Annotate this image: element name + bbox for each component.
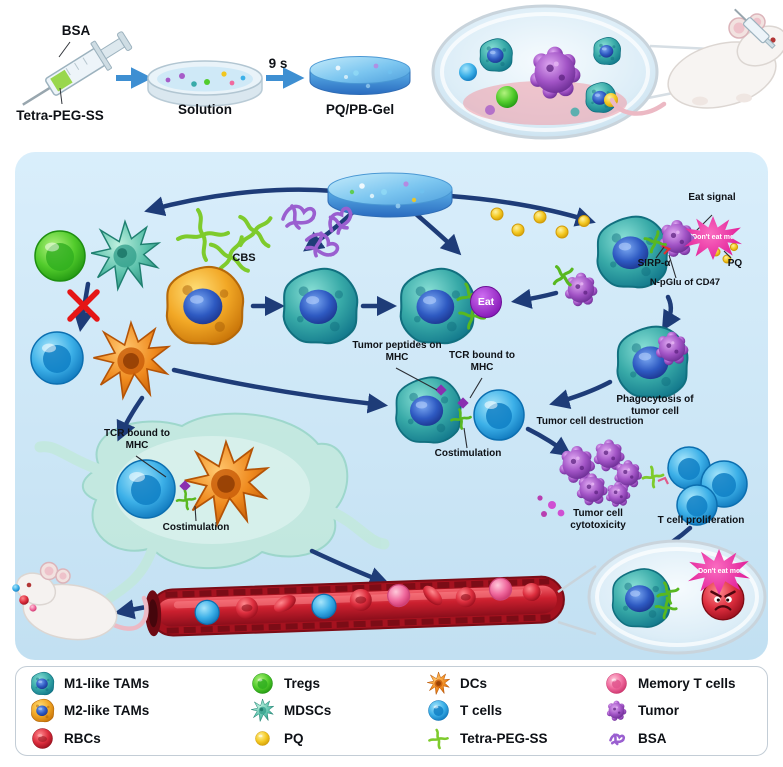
m2-tam-cell [167, 267, 243, 344]
m1-macrophage-icon [30, 671, 55, 696]
tumor-icon [606, 701, 627, 722]
rbc-icon [32, 728, 53, 749]
legend-item-m2-tams: M2-like TAMs [30, 698, 250, 723]
blood-vessel [145, 575, 565, 637]
solution-label: Solution [178, 102, 232, 117]
npglu-cd47-label: N-pGlu of CD47 [649, 277, 721, 288]
cbs-label: CBS [232, 252, 256, 264]
legend-label: BSA [638, 730, 667, 746]
pq-label: PQ [727, 258, 743, 269]
legend-label: MDSCs [284, 703, 332, 719]
eat-signal-label: Eat signal [688, 192, 736, 203]
tetra-peg-pointer-line [59, 87, 63, 105]
memory-t-cell-icon [606, 673, 627, 694]
m2-macrophage-icon [30, 698, 55, 723]
phagocytosis-cell [617, 327, 688, 398]
gel-name-label: PQ/PB-Gel [325, 102, 395, 117]
syringe [22, 31, 133, 106]
legend-item-m1-tams: M1-like TAMs [30, 671, 250, 696]
phagocytosis-label: Phagocytosis of tumor cell [616, 394, 694, 417]
treg-cell [34, 230, 86, 282]
mdsc-icon [250, 698, 275, 723]
legend-item-pq: PQ [250, 726, 426, 751]
tumor-cluster [537, 439, 642, 517]
gel-disc-panel [327, 172, 453, 218]
bsa-icon [609, 733, 626, 746]
t-cell-proliferation-label: T cell proliferation [657, 515, 745, 526]
tcr-mhc-center-label: TCR bound to MHC [448, 350, 516, 373]
legend-label: M1-like TAMs [64, 676, 150, 692]
legend-item-tregs: Tregs [250, 671, 426, 696]
legend-item-dcs: DCs [426, 671, 604, 696]
tcr-mhc-left-label: TCR bound to MHC [103, 428, 171, 451]
tetra-peg-label: Tetra-PEG-SS [16, 108, 104, 123]
legend-label: Tumor [638, 703, 679, 719]
tetra-peg-icon [428, 728, 449, 750]
legend-label: PQ [284, 730, 304, 746]
inhibition-x-icon [67, 289, 100, 322]
tcell-left [30, 331, 84, 385]
tcell-cluster [641, 446, 748, 526]
legend-item-bsa: BSA [604, 726, 761, 751]
sirp-alpha-label: SIRP-α [637, 258, 671, 269]
m1-tam-cell [284, 269, 358, 343]
legend-item-memory-t: Memory T cells [604, 671, 761, 696]
gel-disc-top [309, 56, 411, 95]
dc-tcell-pair [116, 442, 267, 525]
gelation-time-label: 9 s [268, 56, 288, 71]
treg-icon [252, 673, 273, 694]
gel-zoom-circle [431, 4, 739, 140]
legend-item-t-cells: T cells [426, 698, 604, 723]
eat-badge: Eat [470, 286, 502, 318]
legend-label: Tetra-PEG-SS [460, 730, 548, 746]
t-cell-icon [428, 700, 449, 722]
legend-item-mdscs: MDSCs [250, 698, 426, 723]
petri-dish [147, 60, 263, 107]
costimulation-center-label: Costimulation [434, 448, 502, 459]
legend-item-tumor: Tumor [604, 698, 761, 723]
legend: M1-like TAMs M2-like TAMs RBCs Tregs MDS… [15, 666, 768, 756]
legend-label: M2-like TAMs [64, 703, 150, 719]
pq-dots [490, 207, 632, 243]
tumor-cytotoxicity-label: Tumor cell cytotoxicity [570, 508, 626, 531]
costimulation-left-label: Costimulation [162, 522, 230, 533]
injection-syringe-icon [734, 8, 776, 49]
legend-item-rbcs: RBCs [30, 726, 250, 751]
legend-item-tetra-peg: Tetra-PEG-SS [426, 726, 604, 751]
tumor-peptides-label: Tumor peptides on MHC [352, 340, 442, 363]
bsa-label: BSA [61, 23, 91, 38]
antigen-presentation-pair [396, 377, 525, 442]
mouse-treated [12, 561, 149, 641]
legend-label: T cells [460, 703, 503, 719]
legend-label: RBCs [64, 730, 101, 746]
legend-label: Tregs [284, 676, 321, 692]
legend-label: DCs [460, 676, 488, 692]
pq-icon [255, 731, 270, 746]
bsa-pointer-line [58, 41, 71, 58]
legend-label: Memory T cells [638, 676, 736, 692]
mouse-injection [609, 8, 783, 116]
tumor-destruction-label: Tumor cell destruction [536, 416, 644, 427]
dc-icon [426, 671, 451, 696]
